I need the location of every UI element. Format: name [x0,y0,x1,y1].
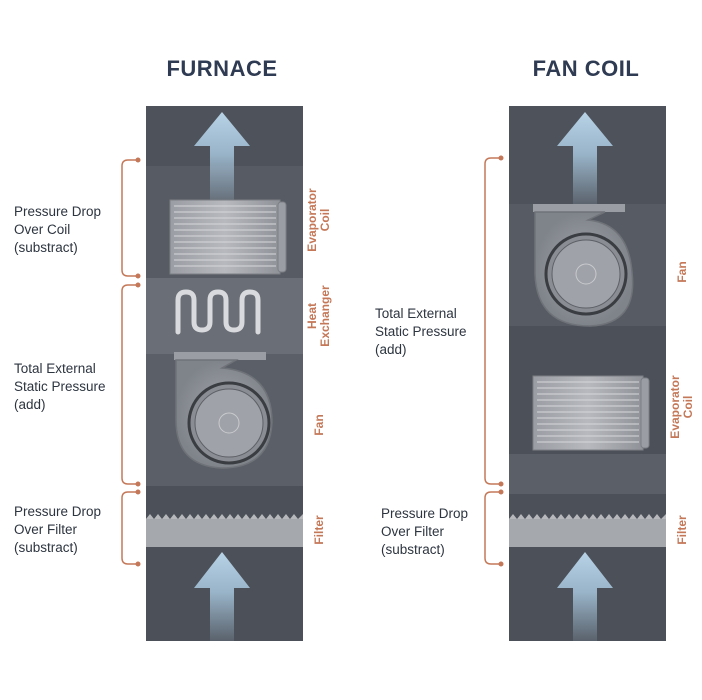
furnace-filter-icon [146,514,303,547]
furnace-airflow-out-arrow [194,112,250,204]
fan-coil-fan-label: Fan [675,252,689,292]
fan-coil-tesp-label: Total External Static Pressure (add) [375,305,467,359]
furnace-unit [146,106,303,641]
label-line: Pressure Drop [381,506,469,521]
furnace-heat-exchanger-icon [175,289,261,335]
furnace-fan-icon [174,352,273,469]
furnace-heat-exchanger-label: Heat Exchanger [305,272,332,360]
furnace-coil-bracket [121,159,138,277]
label-line: (add) [14,397,46,412]
label-line: Pressure Drop [14,504,102,519]
label-line: Over Coil [14,222,71,237]
vlabel-line: Coil [681,395,695,419]
furnace-fan-label: Fan [312,405,326,445]
fan-coil-airflow-in-arrow [557,552,613,641]
label-line: Total External [375,306,457,321]
fan-coil-fan-icon [533,204,634,327]
label-line: Pressure Drop [14,204,102,219]
fan-coil-evaporator-coil-label: Evaporator Coil [668,359,695,455]
vlabel-line: Fan [312,414,326,436]
fan-coil-title: FAN COIL [532,56,640,81]
fan-coil-filter-bracket [484,491,501,565]
furnace-filter-bracket [121,491,138,565]
furnace-airflow-in-arrow [194,552,250,641]
fan-coil-evaporator-coil-icon [532,375,650,451]
furnace-evaporator-coil-label: Evaporator Coil [305,172,332,268]
label-line: Total External [14,361,96,376]
fan-coil-filter-pressure-label: Pressure Drop Over Filter (substract) [381,505,468,559]
vlabel-line: Filter [312,515,326,545]
label-line: (substract) [14,240,78,255]
label-line: Over Filter [14,522,78,537]
label-line: (add) [375,342,407,357]
furnace-evaporator-coil-icon [169,199,287,275]
label-line: (substract) [14,540,78,555]
vlabel-line: Exchanger [318,285,332,347]
furnace-tesp-label: Total External Static Pressure (add) [14,360,106,414]
furnace-filter-label: Filter [312,508,326,552]
vlabel-line: Fan [675,261,689,283]
fan-coil-filter-icon [509,514,666,547]
fan-coil-unit [509,106,666,641]
label-line: (substract) [381,542,445,557]
furnace-tesp-bracket [121,284,138,485]
vlabel-line: Filter [675,515,689,545]
furnace-filter-pressure-label: Pressure Drop Over Filter (substract) [14,503,101,557]
furnace-brackets [121,159,138,565]
vlabel-line: Coil [318,208,332,232]
label-line: Over Filter [381,524,445,539]
furnace-title: FURNACE [166,56,278,81]
fan-coil-tesp-bracket [484,157,501,485]
label-line: Static Pressure [375,324,467,339]
fan-coil-airflow-out-arrow [557,112,613,204]
fan-coil-brackets [484,157,501,565]
label-line: Static Pressure [14,379,106,394]
fan-coil-filter-label: Filter [675,508,689,552]
furnace-coil-pressure-label: Pressure Drop Over Coil (substract) [14,203,101,257]
